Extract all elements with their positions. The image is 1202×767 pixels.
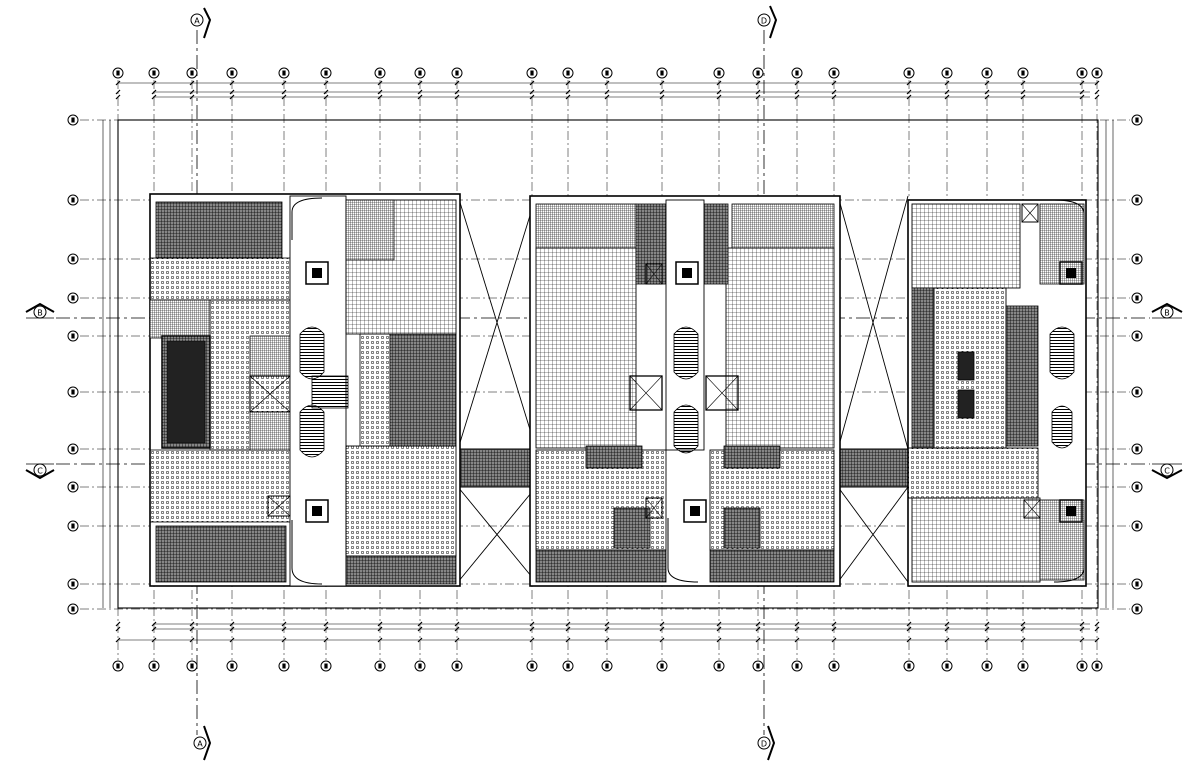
grid-bubble-right bbox=[1131, 292, 1143, 304]
grid-bubble-top bbox=[526, 67, 538, 79]
grid-bubble-right bbox=[1131, 114, 1143, 126]
grid-bubble-bottom bbox=[903, 660, 915, 672]
grid-bubble-left bbox=[67, 253, 79, 265]
grid-bubble-left bbox=[67, 194, 79, 206]
grid-bubble-bottom bbox=[374, 660, 386, 672]
grid-bubble-bottom bbox=[1017, 660, 1029, 672]
grid-bubble-left bbox=[67, 578, 79, 590]
grid-bubble-bottom bbox=[713, 660, 725, 672]
grid-bubble-top bbox=[791, 67, 803, 79]
grid-bubble-right bbox=[1131, 253, 1143, 265]
grid-bubble-left bbox=[67, 520, 79, 532]
grid-bubble-bottom bbox=[148, 660, 160, 672]
grid-bubble-right bbox=[1131, 603, 1143, 615]
section-marker-label: C bbox=[37, 467, 43, 476]
courtyard-bracing bbox=[457, 195, 909, 583]
grid-bubble-top bbox=[1076, 67, 1088, 79]
section-marker-b-left: B bbox=[25, 302, 55, 319]
west-link-corridor bbox=[457, 448, 537, 488]
grid-bubble-right bbox=[1131, 443, 1143, 455]
grid-bubble-right bbox=[1131, 330, 1143, 342]
section-marker-label: A bbox=[194, 17, 200, 26]
grid-bubble-top bbox=[656, 67, 668, 79]
grid-bubble-top bbox=[713, 67, 725, 79]
grid-bubble-top bbox=[186, 67, 198, 79]
section-marker-a-top: A bbox=[190, 7, 212, 39]
grid-bubble-right bbox=[1131, 386, 1143, 398]
grid-bubble-top bbox=[752, 67, 764, 79]
grid-bubble-left bbox=[67, 386, 79, 398]
grid-bubble-bottom bbox=[278, 660, 290, 672]
section-marker-b-right: B bbox=[1151, 302, 1183, 319]
grid-bubble-right bbox=[1131, 481, 1143, 493]
section-marker-d-top: D bbox=[757, 5, 778, 39]
grid-bubble-right bbox=[1131, 520, 1143, 532]
grid-bubble-bottom bbox=[656, 660, 668, 672]
grid-bubble-bottom bbox=[1076, 660, 1088, 672]
grid-bubble-top bbox=[112, 67, 124, 79]
grid-bubble-top bbox=[226, 67, 238, 79]
grid-bubble-left bbox=[67, 114, 79, 126]
grid-bubble-top bbox=[414, 67, 426, 79]
grid-bubble-bottom bbox=[981, 660, 993, 672]
grid-bubble-left bbox=[67, 481, 79, 493]
grid-bubble-bottom bbox=[451, 660, 463, 672]
grid-bubble-bottom bbox=[320, 660, 332, 672]
grid-bubble-bottom bbox=[941, 660, 953, 672]
grid-bubble-left bbox=[67, 292, 79, 304]
grid-bubble-left bbox=[67, 443, 79, 455]
section-marker-label: B bbox=[37, 309, 43, 318]
grid-bubble-bottom bbox=[562, 660, 574, 672]
section-marker-d-bottom: D bbox=[757, 725, 776, 761]
central-block bbox=[529, 195, 841, 587]
grid-bubble-top bbox=[941, 67, 953, 79]
grid-bubble-right bbox=[1131, 578, 1143, 590]
section-marker-label: D bbox=[761, 17, 767, 26]
grid-bubble-top bbox=[981, 67, 993, 79]
grid-bubble-bottom bbox=[112, 660, 124, 672]
east-block bbox=[907, 199, 1087, 587]
grid-bubble-top bbox=[903, 67, 915, 79]
site-boundary bbox=[117, 119, 1099, 609]
west-block bbox=[149, 193, 461, 587]
grid-bubble-bottom bbox=[791, 660, 803, 672]
grid-bubble-top bbox=[828, 67, 840, 79]
grid-bubbles bbox=[67, 67, 1143, 672]
grid-bubble-bottom bbox=[1091, 660, 1103, 672]
grid-bubble-top bbox=[278, 67, 290, 79]
section-marker-c-left: C bbox=[25, 463, 55, 480]
grid-bubble-top bbox=[374, 67, 386, 79]
section-marker-a-bottom: A bbox=[193, 725, 212, 761]
grid-bubble-bottom bbox=[601, 660, 613, 672]
grid-bubble-top bbox=[148, 67, 160, 79]
east-link-corridor bbox=[837, 448, 909, 488]
grid-bubble-bottom bbox=[526, 660, 538, 672]
grid-bubble-bottom bbox=[828, 660, 840, 672]
grid-bubble-right bbox=[1131, 194, 1143, 206]
grid-bubble-top bbox=[1017, 67, 1029, 79]
grid-bubble-bottom bbox=[226, 660, 238, 672]
section-marker-c-right: C bbox=[1151, 463, 1183, 480]
section-marker-label: A bbox=[197, 740, 203, 749]
grid-bubble-top bbox=[562, 67, 574, 79]
section-marker-label: B bbox=[1164, 309, 1170, 318]
section-marker-label: C bbox=[1164, 467, 1170, 476]
section-marker-label: D bbox=[761, 740, 767, 749]
grid-bubble-top bbox=[1091, 67, 1103, 79]
grid-bubble-bottom bbox=[186, 660, 198, 672]
grid-bubble-bottom bbox=[414, 660, 426, 672]
section-markers: A A D D B B bbox=[25, 5, 1183, 761]
grid-bubble-left bbox=[67, 603, 79, 615]
grid-bubble-top bbox=[601, 67, 613, 79]
grid-bubble-top bbox=[451, 67, 463, 79]
grid-bubble-left bbox=[67, 330, 79, 342]
grid-bubble-top bbox=[320, 67, 332, 79]
grid-bubble-bottom bbox=[752, 660, 764, 672]
